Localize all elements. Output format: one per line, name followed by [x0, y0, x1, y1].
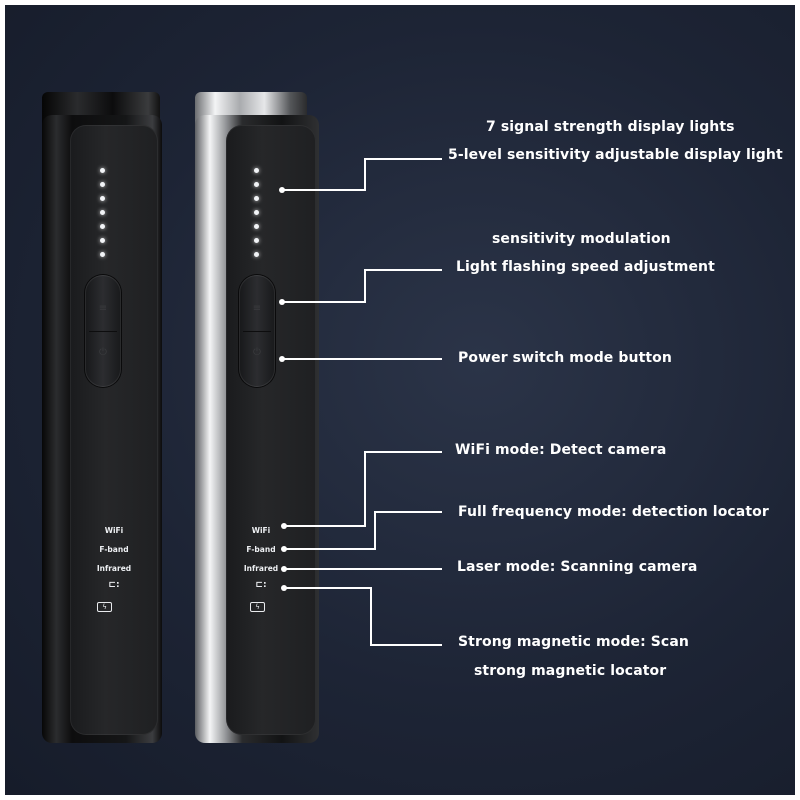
callout-line	[284, 568, 442, 570]
battery-charge-icon: ϟ	[97, 602, 112, 612]
signal-led	[100, 196, 105, 201]
signal-led	[254, 224, 259, 229]
callout-line	[284, 587, 372, 589]
device-front-panel	[70, 125, 158, 735]
mode-label-fband: F-band	[246, 545, 276, 554]
signal-led	[100, 224, 105, 229]
callout-line	[282, 358, 442, 360]
magnet-icon: ⊏:	[255, 580, 267, 590]
signal-led	[100, 168, 105, 173]
signal-led	[100, 210, 105, 215]
callout-line	[284, 525, 366, 527]
battery-charge-icon: ϟ	[250, 602, 265, 612]
callout-line	[284, 548, 376, 550]
label-power-switch: Power switch mode button	[458, 350, 672, 366]
callout-line	[374, 511, 376, 550]
signal-led	[100, 252, 105, 257]
label-full-frequency: Full frequency mode: detection locator	[458, 504, 769, 520]
button-separator	[89, 331, 117, 332]
mode-label-wifi: WiFi	[251, 526, 271, 535]
magnet-icon: ⊏:	[108, 580, 120, 590]
signal-led	[254, 252, 259, 257]
product-image: ≡ ⏻ WiFi F-band Infrared ⊏: ϟ ≡ ⏻ WiFi	[5, 5, 795, 795]
power-icon: ⏻	[253, 347, 261, 358]
callout-line	[364, 451, 442, 453]
signal-led	[100, 238, 105, 243]
rocker-button[interactable]: ≡ ⏻	[85, 275, 121, 387]
rocker-button[interactable]: ≡ ⏻	[239, 275, 275, 387]
callout-line	[364, 451, 366, 527]
callout-line	[374, 511, 442, 513]
signal-led	[254, 168, 259, 173]
mode-label-infrared: Infrared	[243, 564, 279, 573]
sensitivity-button-icon: ≡	[252, 303, 262, 314]
label-signal-lights: 7 signal strength display lights	[486, 119, 735, 135]
callout-line	[364, 158, 442, 160]
device-front-panel	[226, 125, 316, 735]
signal-led	[254, 238, 259, 243]
power-icon: ⏻	[99, 347, 107, 358]
mode-label-wifi: WiFi	[104, 526, 124, 535]
label-magnetic-line2: strong magnetic locator	[474, 663, 667, 679]
button-separator	[243, 331, 271, 332]
callout-line	[364, 269, 366, 303]
label-laser-mode: Laser mode: Scanning camera	[457, 559, 698, 575]
callout-line	[282, 301, 366, 303]
mode-label-fband: F-band	[99, 545, 129, 554]
callout-line	[364, 269, 442, 271]
sensitivity-button-icon: ≡	[98, 303, 108, 314]
signal-led	[254, 182, 259, 187]
label-sensitivity-light: 5-level sensitivity adjustable display l…	[448, 147, 783, 163]
callout-line	[370, 587, 372, 646]
label-wifi-mode: WiFi mode: Detect camera	[455, 442, 667, 458]
callout-line	[282, 189, 366, 191]
signal-led	[254, 196, 259, 201]
callout-line	[370, 644, 442, 646]
mode-label-infrared: Infrared	[96, 564, 132, 573]
label-magnetic-line1: Strong magnetic mode: Scan	[458, 634, 689, 650]
signal-led	[254, 210, 259, 215]
callout-line	[364, 158, 366, 191]
signal-led	[100, 182, 105, 187]
label-sensitivity-modulation: sensitivity modulation	[492, 231, 671, 247]
label-flashing-speed: Light flashing speed adjustment	[456, 259, 715, 275]
